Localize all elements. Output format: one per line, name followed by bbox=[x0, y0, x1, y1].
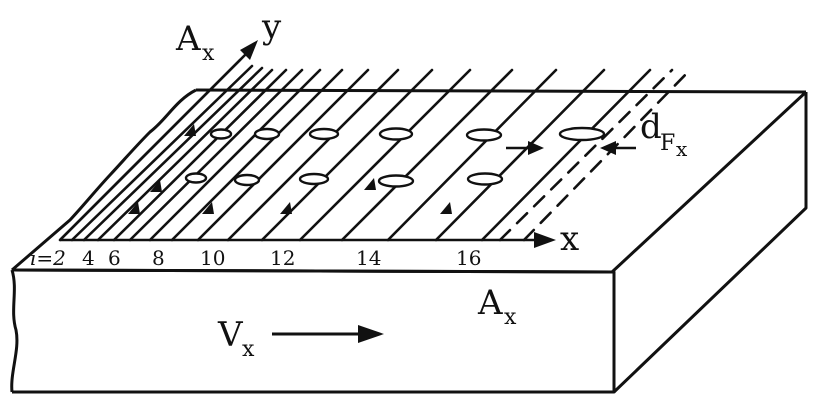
y-axis-label: y bbox=[261, 7, 282, 47]
velocity-label: V bbox=[217, 315, 244, 355]
dfx-label-sub: F bbox=[660, 131, 675, 156]
front-left-wavy-edge bbox=[10, 269, 19, 393]
streamline-dashed bbox=[522, 68, 692, 242]
flow-arrowhead bbox=[150, 180, 162, 192]
streamline bbox=[434, 68, 606, 242]
tick-label: 8 bbox=[152, 246, 165, 270]
side-bottom-edge bbox=[612, 92, 808, 394]
y-axis-line bbox=[59, 49, 251, 241]
streamline bbox=[112, 68, 288, 242]
bubble bbox=[378, 127, 414, 141]
streamline bbox=[82, 66, 264, 242]
tick-label: 4 bbox=[82, 246, 95, 270]
flow-arrowhead bbox=[184, 124, 196, 136]
front-face bbox=[11, 268, 616, 394]
bubble bbox=[253, 127, 281, 141]
tick-label: 10 bbox=[200, 246, 225, 270]
vortex-bubbles bbox=[184, 126, 606, 188]
bubble bbox=[377, 174, 415, 188]
streamline bbox=[480, 68, 652, 242]
streamline bbox=[96, 68, 274, 242]
flow-arrowhead bbox=[128, 202, 140, 214]
tick-label: 12 bbox=[270, 246, 295, 270]
streamline-index-label: i=2 bbox=[30, 246, 66, 270]
bubble bbox=[465, 128, 503, 142]
bubble bbox=[308, 127, 340, 141]
x-axis bbox=[60, 232, 556, 248]
streamline bbox=[340, 68, 514, 242]
tick-label: 6 bbox=[108, 246, 121, 270]
tick-label: 16 bbox=[456, 246, 481, 270]
ax-side-label: A bbox=[477, 283, 503, 323]
bubble bbox=[184, 172, 208, 184]
flow-arrowhead bbox=[440, 202, 452, 214]
dfx-arrows bbox=[506, 141, 636, 155]
streamline bbox=[386, 68, 558, 242]
bubble bbox=[209, 128, 233, 140]
ax-side-label-sub: x bbox=[504, 305, 517, 330]
streamline bbox=[298, 68, 472, 242]
velocity-label-sub: x bbox=[242, 337, 255, 362]
streamline bbox=[196, 68, 370, 242]
plate-block bbox=[10, 88, 808, 394]
bubble bbox=[558, 126, 606, 142]
y-axis-arrowhead bbox=[240, 40, 258, 60]
streamline bbox=[128, 68, 304, 242]
bubble bbox=[233, 173, 261, 187]
top-left-wavy-edge bbox=[11, 88, 197, 272]
top-right-edge bbox=[610, 90, 808, 274]
dfx-label-subsub: x bbox=[676, 137, 688, 161]
bubble bbox=[466, 172, 504, 186]
dfx-left-arrowhead bbox=[528, 141, 544, 155]
streamline-arrowheads bbox=[128, 124, 452, 214]
streamline-dashed bbox=[498, 68, 674, 242]
dfx-right-arrowhead bbox=[600, 141, 616, 155]
streamline bbox=[170, 68, 344, 242]
ax-top-label: A bbox=[175, 19, 201, 59]
dfx-label: d bbox=[640, 107, 662, 147]
ax-top-label-sub: x bbox=[202, 41, 215, 66]
streamline bbox=[148, 68, 322, 242]
streamlines bbox=[58, 58, 692, 242]
streamline bbox=[70, 64, 254, 242]
y-axis bbox=[59, 40, 258, 241]
x-axis-label: x bbox=[560, 219, 579, 259]
streamline bbox=[226, 68, 400, 242]
bubble bbox=[298, 172, 330, 186]
streamline bbox=[260, 68, 434, 242]
flow-arrowhead bbox=[280, 202, 292, 214]
flow-arrowhead bbox=[202, 202, 214, 214]
flow-arrowhead bbox=[364, 178, 376, 190]
tick-label: 14 bbox=[356, 246, 381, 270]
top-back-edge bbox=[195, 88, 807, 94]
velocity-arrowhead bbox=[358, 325, 384, 343]
x-axis-arrowhead bbox=[534, 232, 556, 248]
velocity-arrow bbox=[272, 325, 384, 343]
